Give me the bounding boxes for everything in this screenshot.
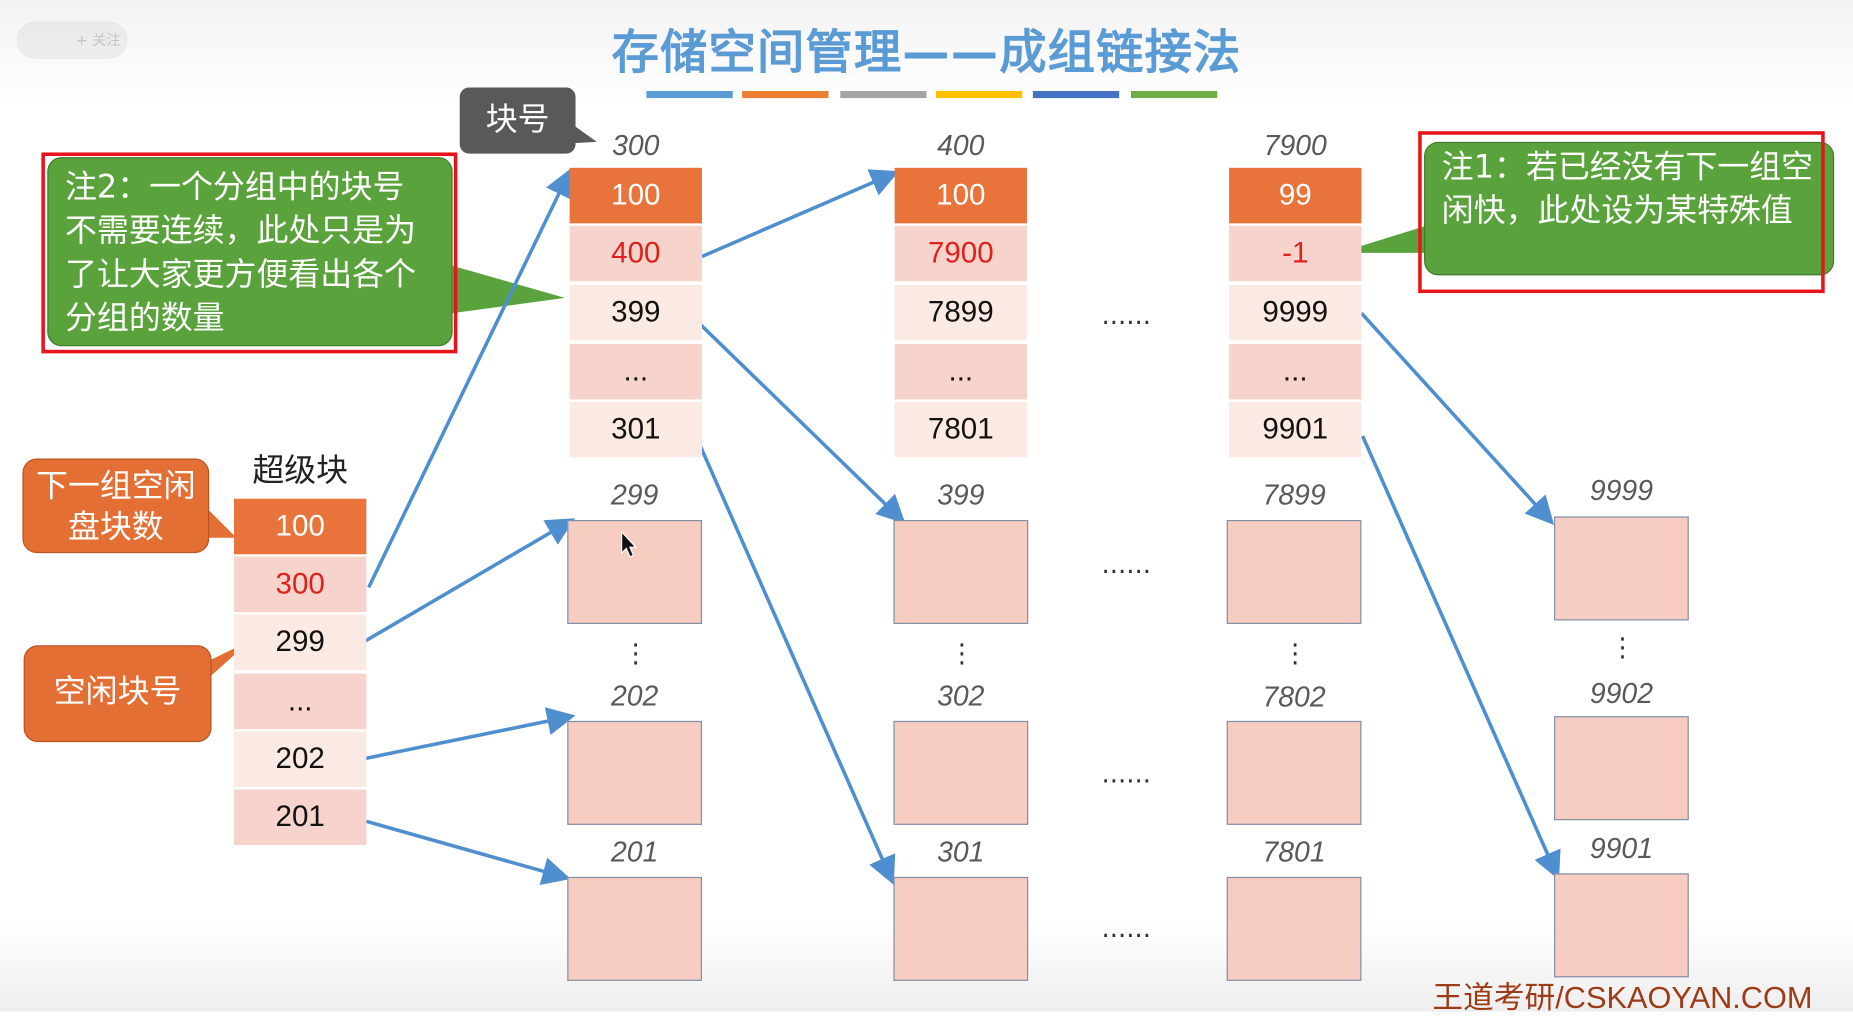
group-cell: -1 [1229, 225, 1362, 282]
free-block [1554, 716, 1689, 821]
link-arrow [701, 169, 900, 259]
group-cell: 399 [569, 284, 702, 341]
callout-pointer [452, 265, 565, 314]
link-arrow [696, 320, 906, 524]
superblock-cell: 201 [233, 789, 367, 845]
free-block-label: 9999 [1589, 475, 1653, 507]
free-block-label: 399 [937, 479, 985, 512]
free-block-label: 7801 [1262, 836, 1326, 869]
note2-callout: 注2：一个分组中的块号不需要连续，此处只是为了让大家更方便看出各个分组的数量 [47, 157, 453, 347]
free-block-number-callout: 空闲块号 [23, 645, 212, 743]
follow-watermark: + 关注 [16, 21, 128, 60]
ellipsis: ...... [1101, 759, 1152, 790]
free-block [1226, 876, 1362, 981]
next-group-count-callout: 下一组空闲盘块数 [22, 458, 210, 554]
title-bar-0 [646, 90, 733, 99]
free-block [567, 876, 702, 981]
vertical-ellipsis: ⋮ [948, 639, 975, 669]
title-bar-1 [742, 90, 829, 99]
group-cell: 7801 [894, 401, 1027, 458]
slide-title: 存储空间管理——成组链接法 [611, 25, 1242, 81]
footer-watermark: 王道考研/CSKAOYAN.COM [1432, 979, 1813, 1016]
link-arrow [363, 518, 576, 644]
superblock-cell: 299 [233, 614, 367, 671]
free-block-label: 302 [937, 680, 985, 713]
superblock-label: 超级块 [252, 452, 349, 490]
ellipsis: ...... [1101, 914, 1152, 945]
link-arrow [365, 819, 571, 885]
ellipsis: ...... [1101, 301, 1152, 331]
title-bar-4 [1032, 90, 1120, 99]
free-block-label: 299 [610, 479, 659, 512]
group-cell: 99 [1229, 167, 1362, 224]
free-block-label: 9902 [1589, 678, 1653, 711]
group-cell: 301 [569, 401, 702, 458]
free-block-label: 201 [610, 836, 659, 869]
group-cell: 400 [569, 225, 702, 282]
free-block [893, 519, 1029, 624]
group-cell: 100 [569, 167, 702, 224]
free-block [1554, 873, 1689, 978]
group-block-label: 400 [937, 129, 985, 162]
free-block [1554, 516, 1689, 621]
callout-pointer [206, 508, 237, 538]
free-block [1226, 720, 1362, 825]
note1-highlight [1418, 131, 1825, 294]
note1-callout: 注1：若已经没有下一组空闲快，此处设为某特殊值 [1424, 141, 1835, 276]
superblock-cell: 100 [233, 498, 367, 555]
group-cell: 9999 [1229, 284, 1362, 341]
group-cell: ... [1229, 343, 1362, 400]
link-arrow [1360, 435, 1561, 881]
title-bar-3 [935, 90, 1023, 99]
link-arrow [1360, 311, 1555, 525]
note2-highlight [41, 152, 458, 354]
free-block [567, 519, 702, 624]
free-block [1226, 519, 1362, 624]
vertical-ellipsis: ⋮ [622, 639, 649, 669]
group-cell: 7899 [894, 284, 1027, 341]
link-arrow [693, 433, 896, 885]
free-block [567, 720, 702, 825]
free-block-label: 301 [937, 836, 985, 869]
free-block-label: 202 [610, 680, 659, 713]
link-arrow [367, 168, 572, 589]
free-block-label: 9901 [1589, 833, 1653, 866]
group-cell: 100 [894, 167, 1027, 224]
block-number-callout: 块号 [459, 87, 576, 154]
group-cell: ... [894, 343, 1027, 400]
group-cell: 9901 [1229, 401, 1362, 458]
link-arrow [363, 707, 576, 761]
vertical-ellipsis: ⋮ [1282, 639, 1309, 669]
free-block [893, 876, 1029, 981]
free-block [893, 720, 1029, 825]
superblock-cell: ... [233, 673, 367, 730]
free-block-label: 7802 [1262, 681, 1326, 714]
group-block-label: 7900 [1263, 129, 1327, 162]
free-block-label: 7899 [1262, 479, 1326, 512]
title-bar-2 [840, 90, 927, 99]
group-cell: 7900 [894, 225, 1027, 282]
superblock-cell: 202 [233, 731, 367, 788]
title-bar-5 [1130, 90, 1218, 99]
group-cell: ... [569, 343, 702, 400]
superblock-cell: 300 [233, 556, 367, 613]
vertical-ellipsis: ⋮ [1609, 633, 1636, 663]
group-block-label: 300 [612, 129, 660, 162]
ellipsis: ...... [1101, 550, 1152, 581]
